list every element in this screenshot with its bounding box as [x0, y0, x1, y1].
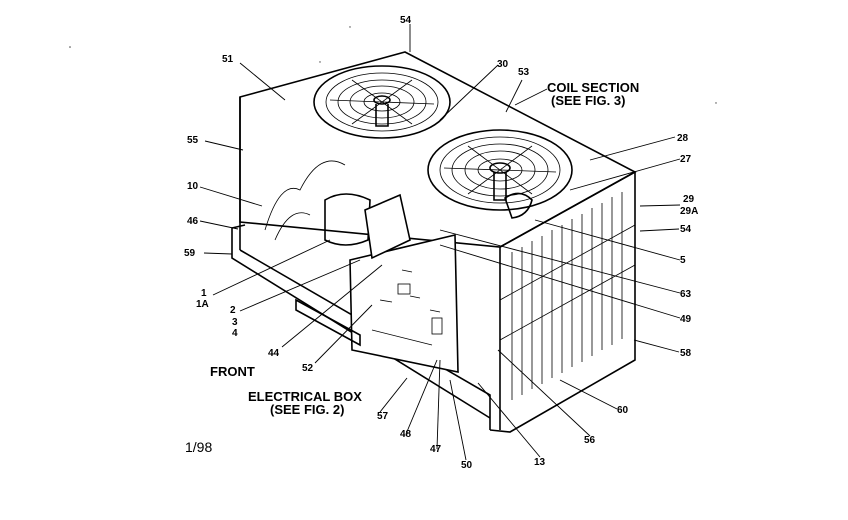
callout-46: 46	[187, 216, 199, 227]
callout-59: 59	[184, 248, 196, 259]
callout-54-top: 54	[400, 15, 412, 26]
callout-13: 13	[534, 457, 546, 468]
callout-55: 55	[187, 135, 199, 146]
date-code: 1/98	[185, 439, 212, 455]
callout-53: 53	[518, 67, 530, 78]
coil-section-label-line1: COIL SECTION	[547, 80, 639, 95]
callout-44: 44	[268, 348, 280, 359]
callout-54-right: 54	[680, 224, 692, 235]
callout-57: 57	[377, 411, 389, 422]
callout-50: 50	[461, 460, 473, 471]
callout-60: 60	[617, 405, 629, 416]
electrical-box-label-line2: (SEE FIG. 2)	[270, 402, 344, 417]
leader-lines	[199, 24, 681, 461]
callout-3: 3	[232, 317, 238, 328]
callout-5: 5	[680, 255, 686, 266]
callout-49: 49	[680, 314, 692, 325]
electrical-box-panel	[349, 233, 459, 373]
callout-48: 48	[400, 429, 412, 440]
callout-29: 29	[683, 194, 695, 205]
callout-1a: 1A	[196, 299, 209, 310]
callout-51: 51	[222, 54, 234, 65]
front-label: FRONT	[210, 364, 255, 379]
callout-47: 47	[430, 444, 442, 455]
callout-56: 56	[584, 435, 596, 446]
callout-10: 10	[187, 181, 199, 192]
fan-right	[427, 129, 573, 219]
compressor	[324, 193, 371, 246]
fan-left	[313, 65, 451, 139]
callout-63: 63	[680, 289, 692, 300]
electrical-box-label-line1: ELECTRICAL BOX	[248, 389, 362, 404]
callout-2: 2	[230, 305, 236, 316]
callout-30: 30	[497, 59, 509, 70]
coil-section-label-line2: (SEE FIG. 3)	[551, 93, 625, 108]
callout-labels: 54 51 30 53 55 28 27 10 29 29A 46 54 59 …	[184, 15, 698, 471]
coil-grille	[499, 192, 636, 400]
callout-58: 58	[680, 348, 692, 359]
callout-52: 52	[302, 363, 314, 374]
callout-29a: 29A	[680, 206, 698, 217]
callout-28: 28	[677, 133, 689, 144]
callout-1: 1	[201, 288, 207, 299]
callout-4: 4	[232, 328, 238, 339]
unit-cabinet	[231, 51, 637, 433]
callout-27: 27	[680, 154, 692, 165]
